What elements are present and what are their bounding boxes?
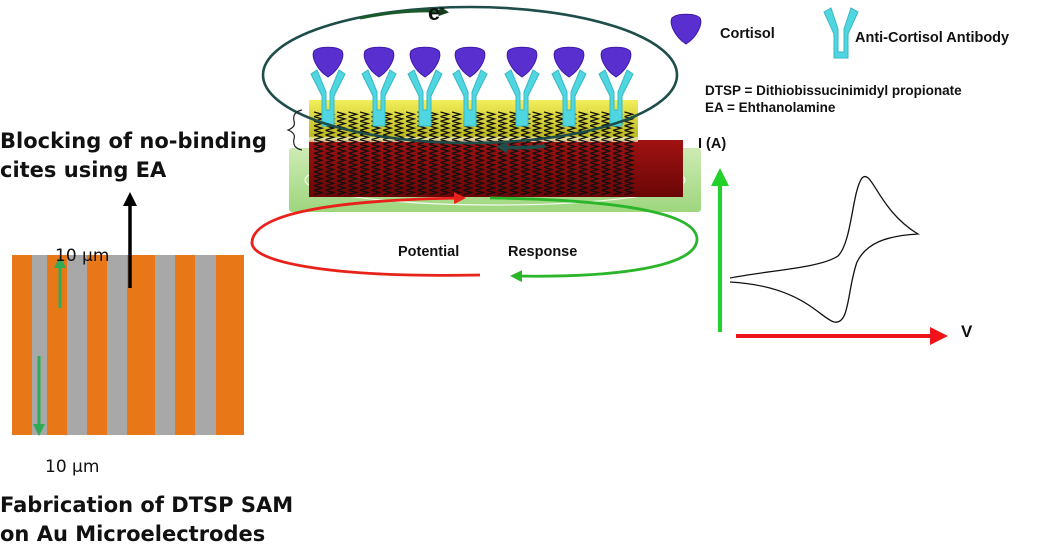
- electron-label: e-: [428, 0, 445, 25]
- width-dimension-label: 10 µm: [45, 457, 100, 477]
- blocking-caption-line1: Blocking of no-binding: [0, 129, 267, 153]
- cv-xlabel: V: [961, 322, 973, 341]
- cortisol-legend-label: Cortisol: [720, 26, 775, 42]
- cortisol-legend-icon: [670, 13, 702, 45]
- cv-curve: [729, 175, 921, 323]
- microelectrode-array: [12, 255, 244, 435]
- antibody-legend-label: Anti-Cortisol Antibody: [855, 30, 1010, 46]
- cv-plot: [711, 168, 948, 345]
- blocking-caption-line2: cites using EA: [0, 158, 167, 182]
- response-label: Response: [508, 244, 578, 260]
- sensor-stack: [289, 100, 701, 212]
- dtsp-definition: DTSP = Dithiobissucinimidyl propionate: [705, 83, 962, 98]
- potential-label: Potential: [398, 244, 460, 260]
- fabrication-caption-line1: Fabrication of DTSP SAM: [0, 493, 294, 517]
- cv-ylabel: I (A): [698, 136, 727, 152]
- fabrication-caption-line2: on Au Microelectrodes: [0, 522, 266, 546]
- sam-brace: [286, 109, 303, 151]
- ea-definition: EA = Ehthanolamine: [705, 100, 836, 115]
- antibody-legend-icon: [823, 7, 859, 59]
- electron-loop: [261, 5, 679, 154]
- potential-response-loop: [250, 192, 699, 283]
- gap-dimension-label: 10 µm: [55, 246, 110, 266]
